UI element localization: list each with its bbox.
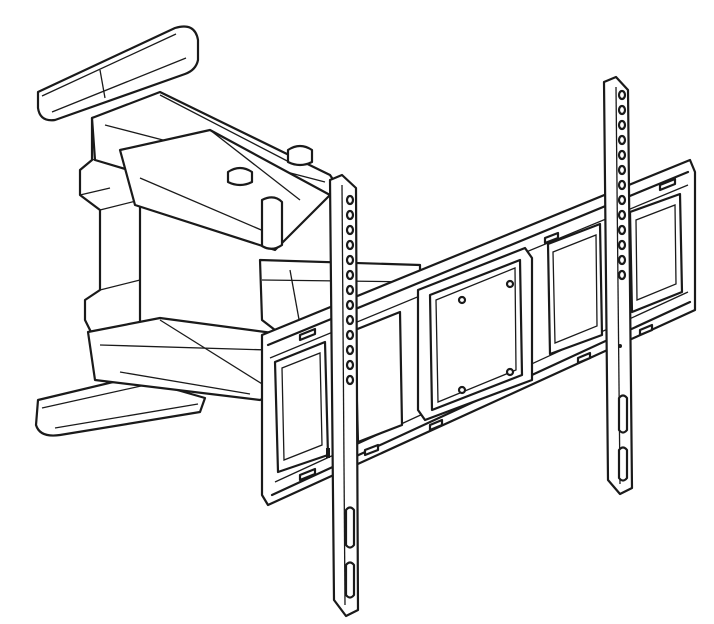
wall-plate-upper — [36, 25, 200, 122]
center-adapter-plate — [416, 246, 534, 422]
left-bracket-holes — [345, 194, 355, 386]
upper-arm — [90, 90, 342, 252]
right-bracket-holes — [617, 89, 627, 281]
right-tv-bracket — [602, 75, 634, 496]
left-tv-bracket — [328, 173, 360, 618]
